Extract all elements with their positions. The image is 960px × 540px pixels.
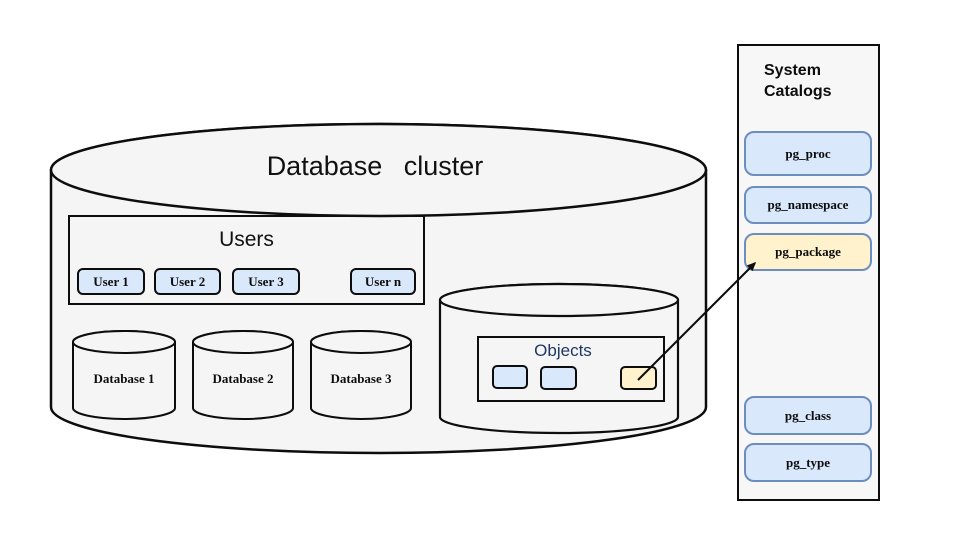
object-item-1 [492,365,528,389]
users-group-label: Users [219,228,274,251]
database-2-label: Database 2 [212,371,274,386]
database-1-label: Database 1 [93,371,155,386]
database-3-cylinder [310,330,412,420]
cluster-title: Database cluster [266,151,484,181]
catalog-item-pg-proc: pg_proc [744,131,872,176]
user-n-chip: User n [350,268,416,295]
catalog-item-pg-namespace: pg_namespace [744,186,872,224]
user-3-chip: User 3 [232,268,300,295]
database-1-cylinder [72,330,176,420]
object-item-2 [540,366,577,390]
database-3-label: Database 3 [330,371,392,386]
system-catalogs-title: System Catalogs [764,62,832,100]
user-1-chip: User 1 [77,268,145,295]
objects-group-label: Objects [534,341,592,360]
users-group-box [68,215,425,305]
user-2-chip: User 2 [154,268,221,295]
catalog-item-pg-class: pg_class [744,396,872,435]
object-item-3-highlighted [620,366,657,390]
database-2-cylinder [192,330,294,420]
objects-cylinder [438,282,680,435]
catalog-item-pg-type: pg_type [744,443,872,482]
catalog-item-pg-package: pg_package [744,233,872,271]
